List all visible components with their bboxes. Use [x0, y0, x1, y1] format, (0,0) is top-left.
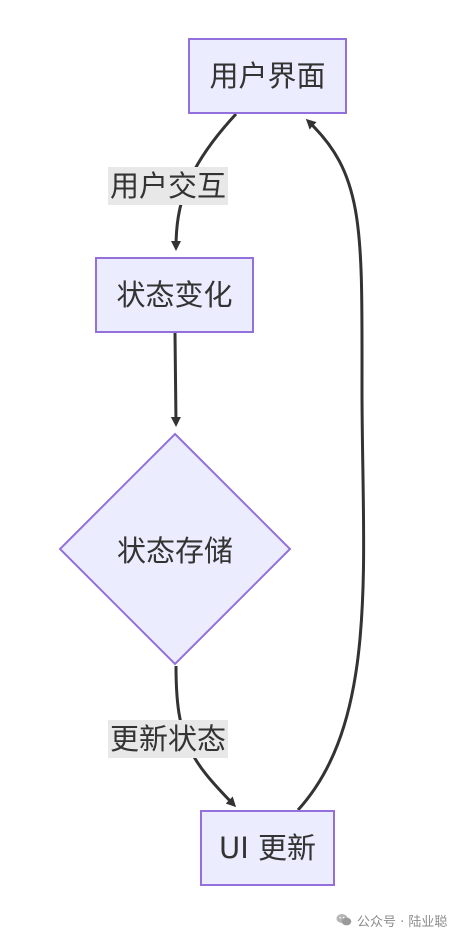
node-state-change-label: 状态变化	[116, 277, 233, 312]
watermark: 公众号 · 陆业聪	[336, 909, 447, 931]
node-ui-update-label: UI 更新	[219, 830, 316, 865]
node-state-store-label: 状态存储	[116, 534, 233, 568]
watermark-text: 公众号 · 陆业聪	[357, 914, 448, 930]
node-user-interface: 用户界面	[188, 38, 347, 114]
node-state-store-shape	[58, 432, 292, 666]
edge-state-change-to-state-store	[170, 332, 181, 427]
edge-label-update-state: 更新状态	[108, 720, 229, 758]
wechat-icon	[336, 914, 352, 926]
edge-label-user-interaction: 用户交互	[108, 167, 229, 205]
edge-ui-update-to-ui	[296, 118, 366, 812]
node-user-interface-label: 用户界面	[209, 58, 326, 93]
node-state-change: 状态变化	[95, 257, 254, 333]
node-state-store: 状态存储	[58, 432, 292, 666]
node-ui-update: UI 更新	[200, 810, 335, 886]
